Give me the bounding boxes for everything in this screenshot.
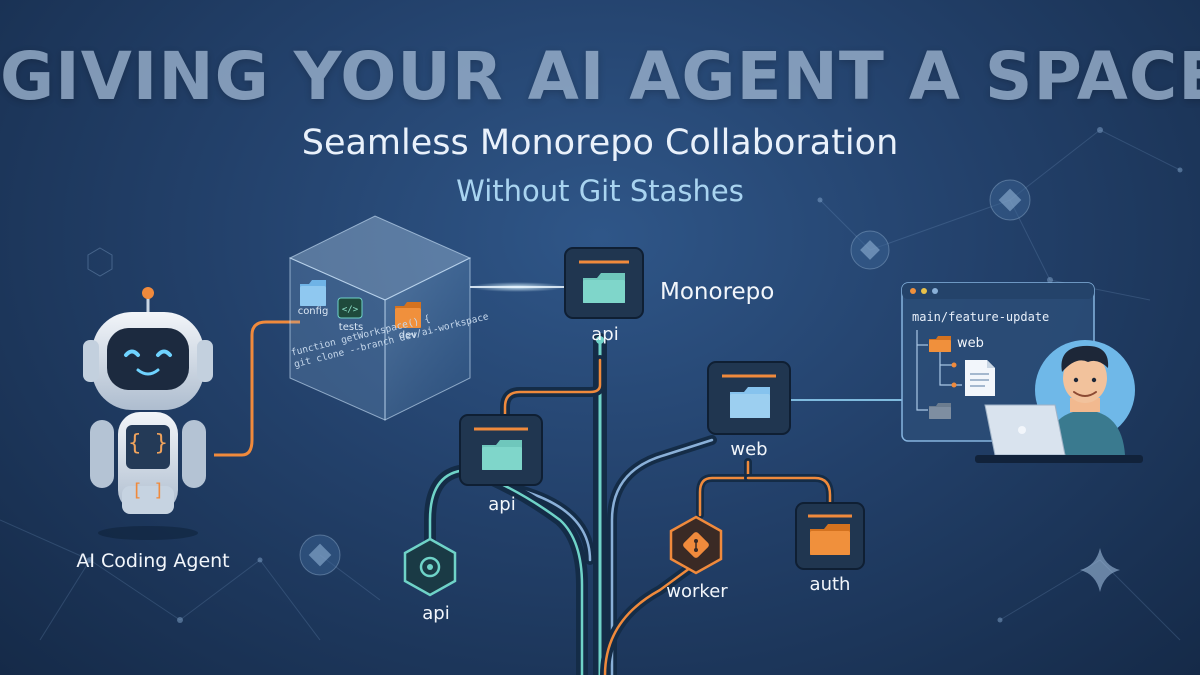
developer-illustration bbox=[975, 340, 1143, 463]
monorepo-root-folder-label: api bbox=[591, 324, 619, 345]
tree-node-label: web bbox=[730, 439, 768, 460]
folder-icon bbox=[929, 403, 951, 419]
robot-agent-illustration bbox=[83, 287, 213, 540]
tree-node-label: api bbox=[488, 494, 516, 515]
folder-icon bbox=[929, 336, 951, 352]
tree-node-label: worker bbox=[666, 581, 728, 602]
git-badge-icon bbox=[850, 230, 890, 270]
agent-label: AI Coding Agent bbox=[76, 550, 230, 572]
git-badge-icon bbox=[989, 179, 1031, 221]
monorepo-label: Monorepo bbox=[660, 279, 775, 305]
ide-branch-path: main/feature-update bbox=[912, 310, 1050, 324]
folder-icon bbox=[395, 302, 421, 328]
tree-node-worker-git-icon bbox=[669, 515, 723, 575]
tree-node-label: api bbox=[422, 603, 450, 624]
hexagon-outline-icon bbox=[87, 247, 113, 277]
svg-text:</>: </> bbox=[342, 305, 359, 315]
cube-folder-config-label: config bbox=[297, 306, 329, 317]
tree-folder-api-icon bbox=[459, 414, 543, 486]
tagline: Without Git Stashes bbox=[456, 174, 744, 208]
robot-belly-code: [ ] bbox=[131, 480, 165, 501]
monorepo-tree bbox=[424, 333, 834, 675]
sparkle-icon bbox=[1080, 548, 1120, 592]
workspace-cube: </> bbox=[288, 215, 472, 421]
ide-folder-label: web bbox=[957, 336, 984, 351]
subtitle: Seamless Monorepo Collaboration bbox=[301, 123, 899, 163]
tree-node-label: auth bbox=[809, 574, 851, 595]
agent-to-workspace-connector bbox=[214, 320, 300, 457]
tree-folder-auth-icon bbox=[795, 502, 865, 570]
document-icon bbox=[965, 360, 995, 396]
cube-folder-tests-label: tests bbox=[338, 322, 364, 333]
git-badge-icon bbox=[299, 534, 341, 576]
background-nodes bbox=[87, 127, 1183, 623]
folder-icon bbox=[300, 280, 326, 306]
tree-folder-web-icon bbox=[707, 361, 791, 435]
monorepo-root-folder-icon bbox=[564, 247, 644, 319]
robot-chest-code: { } bbox=[128, 431, 168, 456]
hero-title: GIVING YOUR AI AGENT A SPACE bbox=[0, 38, 1200, 115]
code-file-icon: </> bbox=[337, 297, 363, 319]
cube-folder-dev-label: dev bbox=[398, 330, 418, 341]
tree-node-api-hexagon-icon bbox=[403, 537, 457, 597]
